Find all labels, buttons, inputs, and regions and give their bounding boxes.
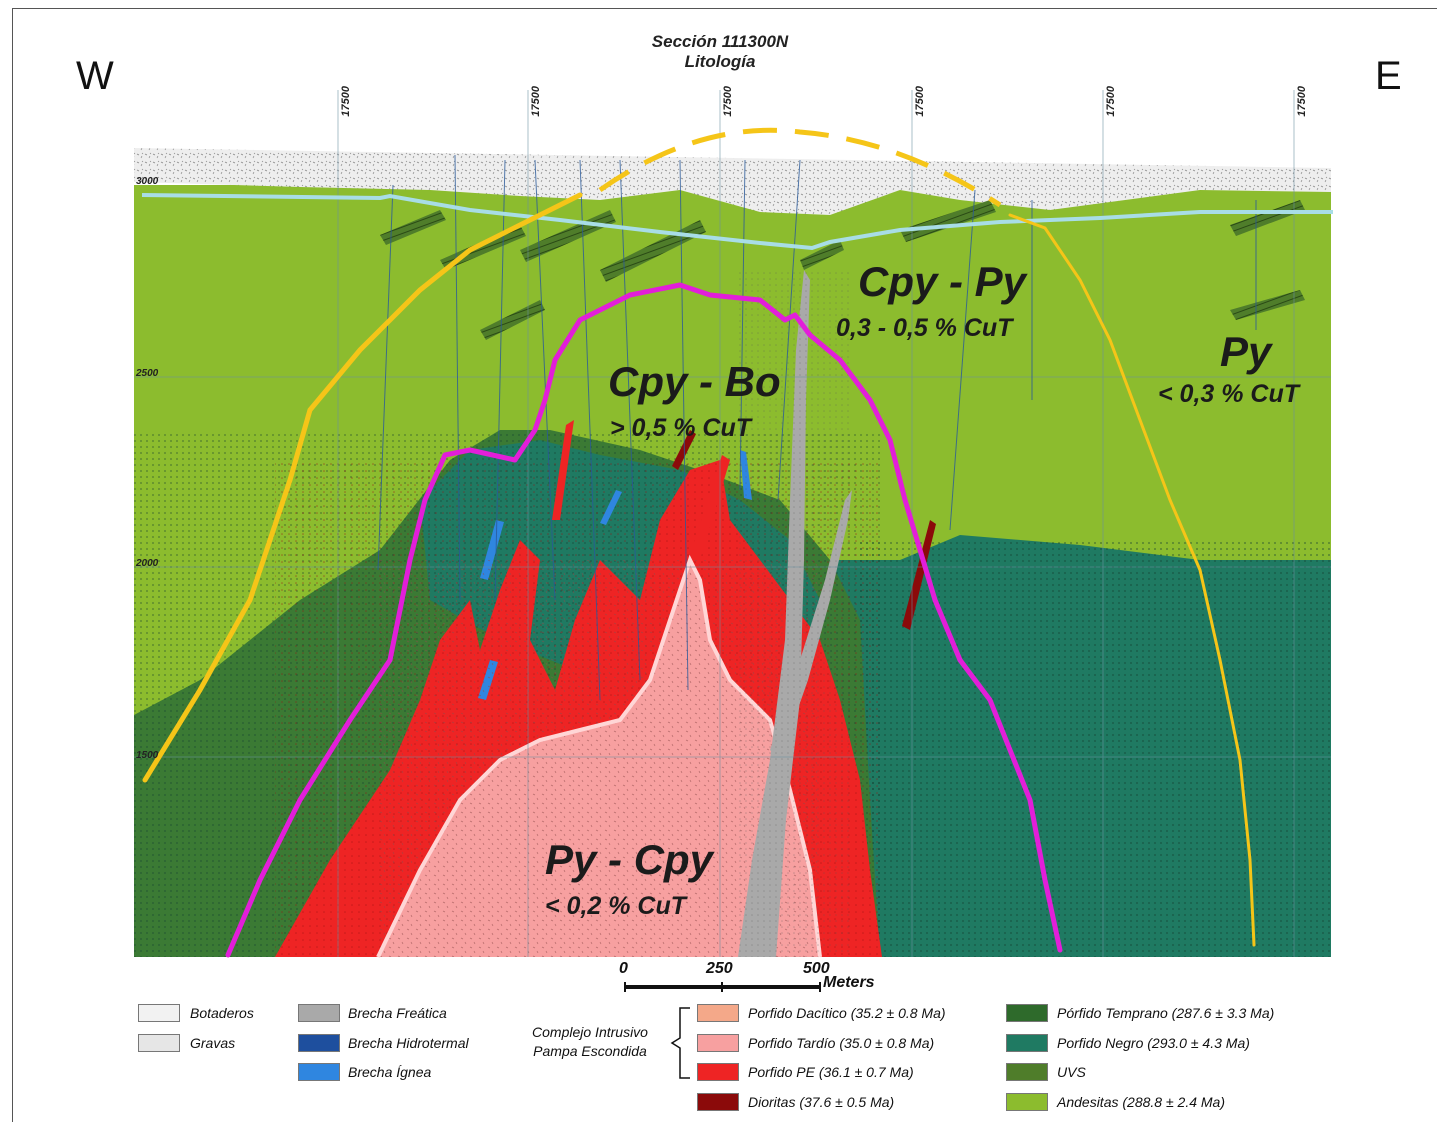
zone-cpy-bo-grade: > 0,5 % CuT: [610, 414, 752, 442]
legend-label: Porfido Negro (293.0 ± 4.3 Ma): [1057, 1035, 1250, 1051]
legend-swatch-porfido-temprano: [1006, 1004, 1048, 1022]
zone-cpy-py-label: Cpy - Py: [858, 258, 1027, 305]
section-subtitle: Litología: [684, 52, 756, 71]
legend-label: Porfido Dacítico (35.2 ± 0.8 Ma): [748, 1005, 946, 1021]
section-title: Sección 111300N: [651, 32, 789, 51]
legend-label: Pórfido Temprano (287.6 ± 3.3 Ma): [1057, 1005, 1275, 1021]
legend-swatch-andesitas: [1006, 1093, 1048, 1111]
elevation-label: 2000: [136, 558, 159, 569]
figure-frame: [12, 8, 1437, 1122]
legend-label: Porfido PE (36.1 ± 0.7 Ma): [748, 1064, 914, 1080]
legend-label: Porfido Tardío (35.0 ± 0.8 Ma): [748, 1035, 935, 1051]
legend-swatch-gravas: [138, 1034, 180, 1052]
py-shell-line: [142, 192, 583, 783]
scale-unit: Meters: [823, 974, 875, 991]
elevation-label: 2500: [136, 368, 159, 379]
legend-label: Gravas: [190, 1035, 236, 1051]
legend-swatch-brecha-freatica: [298, 1004, 340, 1022]
east-label: E: [1375, 54, 1402, 98]
zone-cpy-bo-label: Cpy - Bo: [608, 358, 781, 405]
legend-label: Andesitas (288.8 ± 2.4 Ma): [1057, 1094, 1225, 1110]
legend-swatch-porfido-tardio: [697, 1034, 739, 1052]
gravas-cover: [134, 148, 1331, 215]
scale-label: 250: [706, 960, 733, 977]
zone-py-cpy-label: Py - Cpy: [545, 836, 714, 883]
grid-lines: [134, 90, 1331, 957]
scale-label: 500: [803, 960, 830, 977]
legend-label: Brecha Ígnea: [348, 1064, 432, 1080]
legend-label: UVS: [1057, 1064, 1086, 1080]
legend-swatch-botaderos: [138, 1004, 180, 1022]
porfido-negro-east-texture: [860, 540, 1331, 957]
zone-py-cpy-grade: < 0,2 % CuT: [545, 892, 687, 920]
surface-line: [141, 193, 1333, 251]
elevation-label: 3000: [136, 176, 159, 187]
porfido-pe-dike: [552, 420, 574, 520]
legend-bracket: [670, 1007, 690, 1079]
legend-swatch-brecha-hidrotermal: [298, 1034, 340, 1052]
legend-swatch-porfido-dacitico: [697, 1004, 739, 1022]
brecha-ignea: [600, 490, 622, 525]
drill-holes: [377, 154, 1257, 701]
elevation-label: 1500: [136, 750, 159, 761]
zone-py-label: Py: [1220, 328, 1272, 375]
legend-swatch-porfido-pe: [697, 1063, 739, 1081]
scale-bar: [624, 982, 821, 992]
legend-label: Dioritas (37.6 ± 0.5 Ma): [748, 1094, 895, 1110]
diorite-dike: [902, 520, 936, 630]
legend-swatch-dioritas: [697, 1093, 739, 1111]
py-shell-line: [1008, 213, 1256, 947]
py-shell-dashed: [598, 127, 1002, 208]
legend-swatch-brecha-ignea: [298, 1063, 340, 1081]
legend-swatch-uvs: [1006, 1063, 1048, 1081]
zone-py-grade: < 0,3 % CuT: [1158, 380, 1300, 408]
legend-swatch-porfido-negro: [1006, 1034, 1048, 1052]
zone-cpy-py-grade: 0,3 - 0,5 % CuT: [836, 314, 1013, 342]
brecha-freatica-texture: [738, 270, 853, 957]
scale-label: 0: [619, 960, 628, 977]
west-label: W: [76, 54, 114, 98]
bo-shell-line: [225, 282, 1063, 958]
legend-label: Brecha Freática: [348, 1005, 447, 1021]
legend-label: Botaderos: [190, 1005, 254, 1021]
legend-label: Brecha Hidrotermal: [348, 1035, 469, 1051]
complex-label: Complejo Intrusivo Pampa Escondida: [532, 1024, 648, 1059]
